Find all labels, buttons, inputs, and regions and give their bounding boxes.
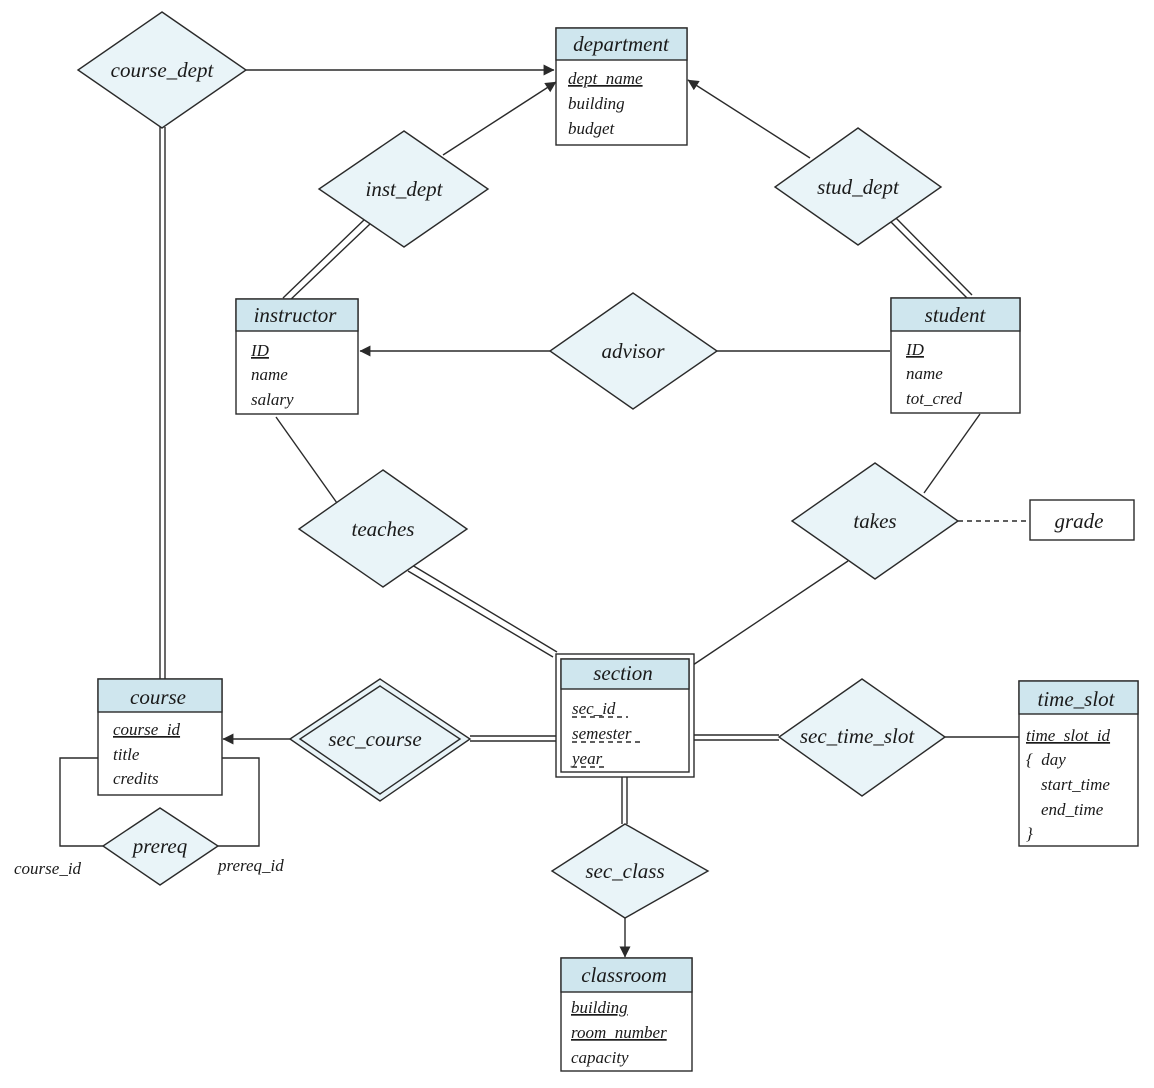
rel-takes-label: takes: [853, 509, 896, 533]
entity-time-slot-title: time_slot: [1038, 687, 1116, 711]
rel-sec-class-label: sec_class: [585, 859, 664, 883]
line-inst-dept-department: [442, 81, 557, 156]
entity-instructor: instructor ID name salary: [235, 298, 359, 415]
attr-year: year: [570, 749, 603, 768]
role-label-prereq-id: prereq_id: [217, 856, 284, 875]
rel-stud-dept: stud_dept: [773, 127, 943, 246]
rel-inst-dept: inst_dept: [317, 130, 490, 248]
entity-department-title: department: [573, 32, 670, 56]
line-prereq-course-id: [59, 757, 103, 847]
line-teaches-instructor: [275, 416, 338, 504]
attr-course-id: course_id: [113, 720, 181, 739]
rel-course-dept: course_dept: [76, 11, 248, 129]
line-inst-dept-instructor: [282, 218, 371, 303]
attr-building: building: [571, 998, 628, 1017]
attr-salary: salary: [251, 390, 294, 409]
attr-building: building: [568, 94, 625, 113]
attr-credits: credits: [113, 769, 159, 788]
entity-section-title: section: [593, 661, 652, 685]
rel-sec-course-label: sec_course: [328, 727, 421, 751]
rel-sec-time-slot: sec_time_slot: [777, 678, 947, 797]
rel-prereq: prereq: [101, 807, 220, 886]
line-takes-student: [923, 413, 981, 494]
entity-instructor-title: instructor: [254, 303, 338, 327]
rel-advisor-label: advisor: [602, 339, 666, 363]
entity-course-title: course: [130, 685, 186, 709]
attr-sec-id: sec_id: [572, 699, 616, 718]
line-prereq-prereq-id: [218, 757, 260, 847]
attr-name: name: [251, 365, 288, 384]
entity-department: department dept_name building budget: [555, 27, 688, 146]
line-section-sec-time-slot: [694, 734, 779, 741]
rel-inst-dept-label: inst_dept: [366, 177, 444, 201]
rel-teaches-label: teaches: [352, 517, 415, 541]
attr-budget: budget: [568, 119, 616, 138]
line-sec-course-section: [470, 735, 556, 742]
entity-course: course course_id title credits: [97, 678, 223, 796]
line-stud-dept-department: [687, 79, 811, 159]
entity-classroom: classroom building room_number capacity: [560, 957, 693, 1072]
attr-name: name: [906, 364, 943, 383]
entity-time-slot: time_slot time_slot_id { day start_time …: [1018, 680, 1139, 847]
attr-day: { day: [1026, 750, 1066, 769]
attribute-grade-label: grade: [1055, 509, 1104, 533]
rel-advisor: advisor: [548, 292, 719, 410]
attr-dept-name: dept_name: [568, 69, 643, 88]
entity-student: student ID name tot_cred: [890, 297, 1021, 414]
attr-id: ID: [250, 341, 270, 360]
entity-classroom-title: classroom: [581, 963, 667, 987]
attr-semester: semester: [572, 724, 632, 743]
line-section-sec-class: [621, 777, 628, 824]
attr-title: title: [113, 745, 140, 764]
attribute-grade: grade: [1029, 499, 1135, 541]
line-course-dept-course: [159, 127, 166, 679]
line-takes-section: [692, 560, 849, 666]
attr-end-time: end_time: [1041, 800, 1104, 819]
attr-tot-cred: tot_cred: [906, 389, 963, 408]
attr-time-slot-id: time_slot_id: [1026, 726, 1111, 745]
attr-id: ID: [905, 340, 925, 359]
rel-teaches: teaches: [297, 469, 469, 588]
attr-capacity: capacity: [571, 1048, 629, 1067]
entity-student-title: student: [925, 303, 987, 327]
rel-prereq-label: prereq: [131, 834, 188, 858]
entity-section: section sec_id semester year: [555, 653, 695, 778]
line-stud-dept-student: [888, 215, 973, 299]
attr-room-number: room_number: [571, 1023, 667, 1042]
rel-sec-class: sec_class: [550, 823, 710, 919]
role-label-course-id: course_id: [14, 859, 82, 878]
attr-start-time: start_time: [1041, 775, 1110, 794]
rel-takes: takes: [790, 462, 960, 580]
rel-stud-dept-label: stud_dept: [817, 175, 900, 199]
attr-composite-close: }: [1026, 824, 1033, 843]
rel-course-dept-label: course_dept: [111, 58, 215, 82]
rel-sec-time-slot-label: sec_time_slot: [800, 724, 915, 748]
line-teaches-section: [407, 564, 558, 658]
rel-sec-course: sec_course: [288, 678, 472, 802]
